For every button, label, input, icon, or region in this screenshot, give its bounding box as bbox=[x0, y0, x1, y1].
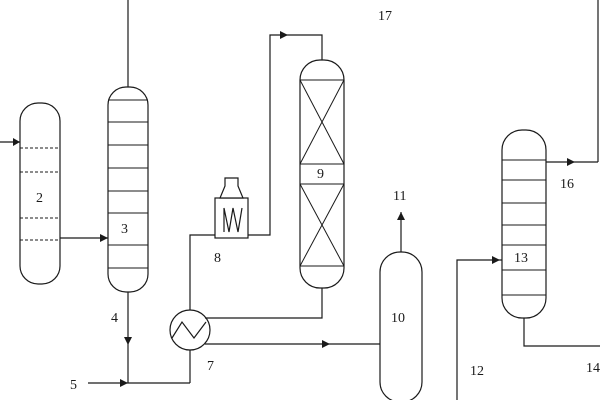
separator-10 bbox=[379, 251, 423, 400]
label-4: 4 bbox=[111, 311, 118, 326]
label-7: 7 bbox=[207, 359, 214, 374]
label-3: 3 bbox=[121, 222, 128, 237]
feed-line-5 bbox=[88, 350, 191, 387]
column-13-overhead-line bbox=[546, 0, 599, 166]
label-17: 17 bbox=[378, 9, 392, 24]
column-13-bottoms-line bbox=[523, 318, 600, 347]
separator-overhead-line bbox=[397, 212, 405, 252]
label-2: 2 bbox=[36, 191, 43, 206]
column-13 bbox=[501, 129, 547, 319]
line-12-to-column-13 bbox=[456, 256, 502, 400]
line-exchanger-to-separator bbox=[205, 340, 380, 348]
label-8: 8 bbox=[214, 251, 221, 266]
label-10: 10 bbox=[391, 311, 405, 326]
column-3-bottoms-line bbox=[124, 292, 132, 383]
line-reactor-to-exchanger bbox=[205, 288, 323, 319]
label-14: 14 bbox=[586, 361, 600, 376]
label-11: 11 bbox=[393, 189, 406, 204]
label-13: 13 bbox=[514, 251, 528, 266]
heat-exchanger-7 bbox=[169, 309, 211, 351]
column-3 bbox=[107, 86, 149, 293]
line-column-2-to-column-3 bbox=[60, 234, 108, 242]
label-16: 16 bbox=[560, 177, 574, 192]
label-9: 9 bbox=[317, 167, 324, 182]
label-5: 5 bbox=[70, 378, 77, 393]
column-2 bbox=[19, 102, 61, 285]
line-exchanger-to-furnace bbox=[189, 234, 215, 310]
furnace-8 bbox=[214, 177, 249, 239]
feed-line-to-column-2 bbox=[0, 138, 20, 146]
label-12: 12 bbox=[470, 364, 484, 379]
line-furnace-to-reactor bbox=[248, 31, 323, 236]
